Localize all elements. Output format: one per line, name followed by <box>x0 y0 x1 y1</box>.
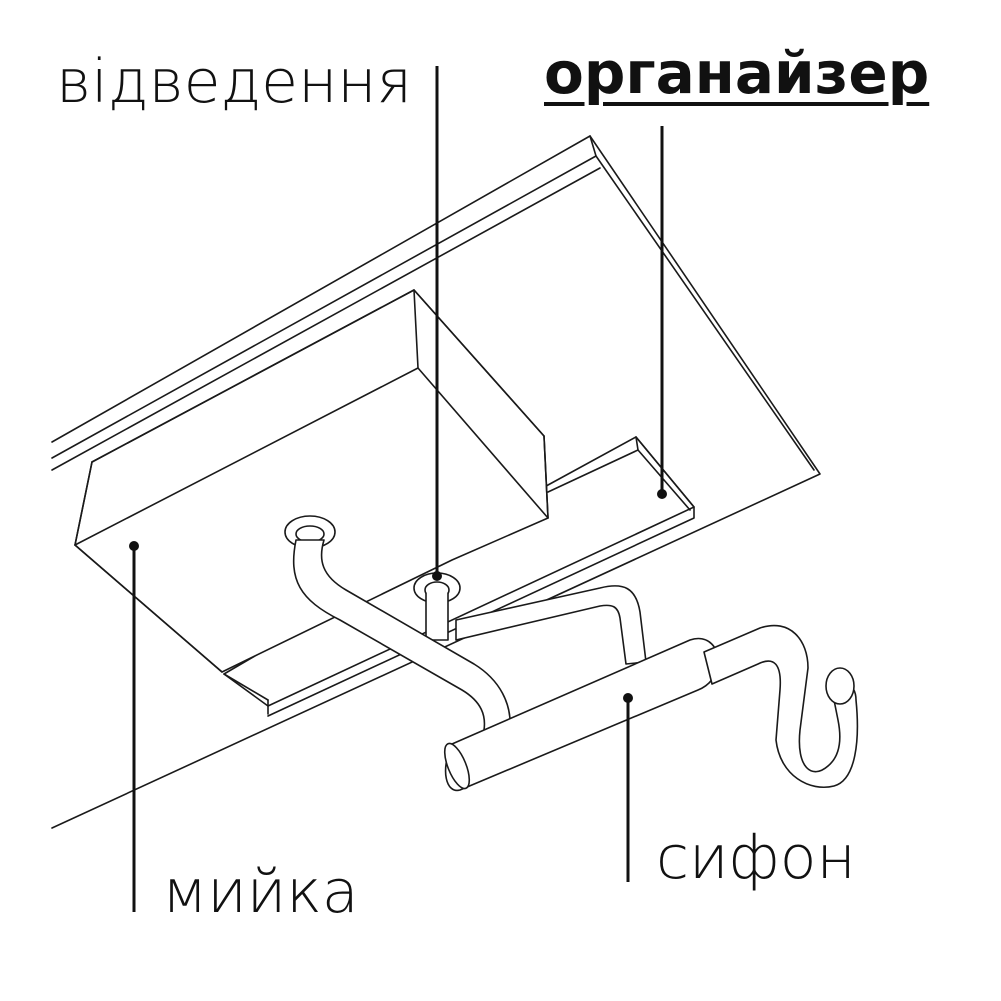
drain-label: відведення <box>56 47 413 117</box>
siphon-label: сифон <box>656 823 856 893</box>
sink-label: мийка <box>162 857 359 927</box>
leaders <box>129 66 667 912</box>
organizer-label: органайзер <box>544 39 930 107</box>
sink-leader-dot <box>129 541 139 551</box>
drain-leader-dot <box>432 571 442 581</box>
organizer-leader-dot <box>657 489 667 499</box>
drain-outlet <box>413 572 461 641</box>
sink-bowl <box>74 289 549 673</box>
siphon <box>443 585 859 792</box>
siphon-leader-dot <box>623 693 633 703</box>
